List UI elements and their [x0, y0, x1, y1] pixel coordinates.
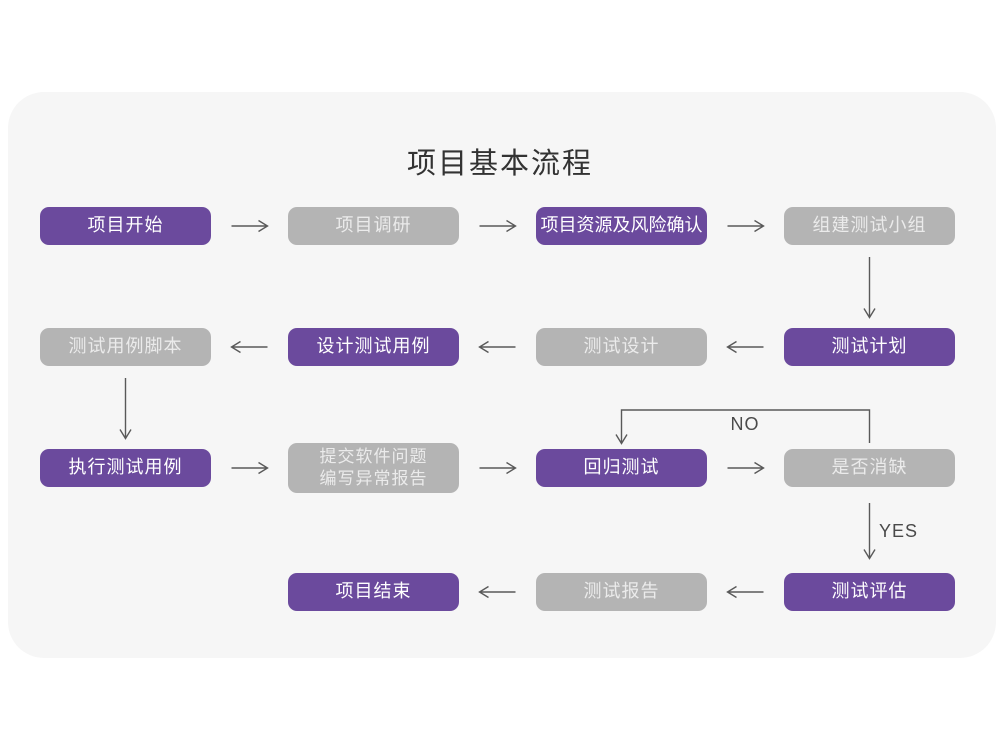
node-project-end: 项目结束	[288, 573, 459, 611]
node-label: 执行测试用例	[68, 457, 183, 478]
node-label: 测试用例脚本	[68, 336, 183, 357]
node-label: 测试计划	[831, 336, 908, 357]
node-submit-issues: 提交软件问题 编写异常报告	[288, 443, 459, 493]
node-test-evaluation: 测试评估	[784, 573, 955, 611]
node-test-case-script: 测试用例脚本	[40, 328, 211, 366]
node-project-research: 项目调研	[288, 207, 459, 245]
node-regression-test: 回归测试	[536, 449, 707, 487]
node-test-report: 测试报告	[536, 573, 707, 611]
node-test-design: 测试设计	[536, 328, 707, 366]
node-label: 测试评估	[831, 581, 908, 602]
node-resource-risk-confirm: 项目资源及风险确认	[536, 207, 707, 245]
node-label: 项目结束	[335, 581, 412, 602]
node-label: 是否消缺	[831, 457, 908, 478]
node-label-line2: 编写异常报告	[319, 469, 428, 488]
branch-label-yes: YES	[879, 521, 919, 541]
node-label: 测试报告	[583, 581, 660, 602]
node-label: 回归测试	[583, 457, 660, 478]
node-label: 设计测试用例	[316, 336, 431, 357]
node-label-line1: 提交软件问题	[319, 446, 428, 466]
page-title: 项目基本流程	[406, 148, 593, 180]
node-project-start: 项目开始	[40, 207, 211, 245]
node-execute-test-cases: 执行测试用例	[40, 449, 211, 487]
flowchart-card	[8, 92, 996, 658]
node-label: 组建测试小组	[812, 215, 927, 236]
node-build-test-team: 组建测试小组	[784, 207, 955, 245]
branch-label-no: NO	[730, 414, 760, 434]
node-label: 项目资源及风险确认	[540, 215, 703, 236]
node-label: 测试设计	[583, 336, 660, 357]
node-defect-resolved: 是否消缺	[784, 449, 955, 487]
node-label: 项目开始	[87, 215, 164, 236]
node-test-plan: 测试计划	[784, 328, 955, 366]
node-label: 项目调研	[335, 215, 412, 236]
node-design-test-cases: 设计测试用例	[288, 328, 459, 366]
